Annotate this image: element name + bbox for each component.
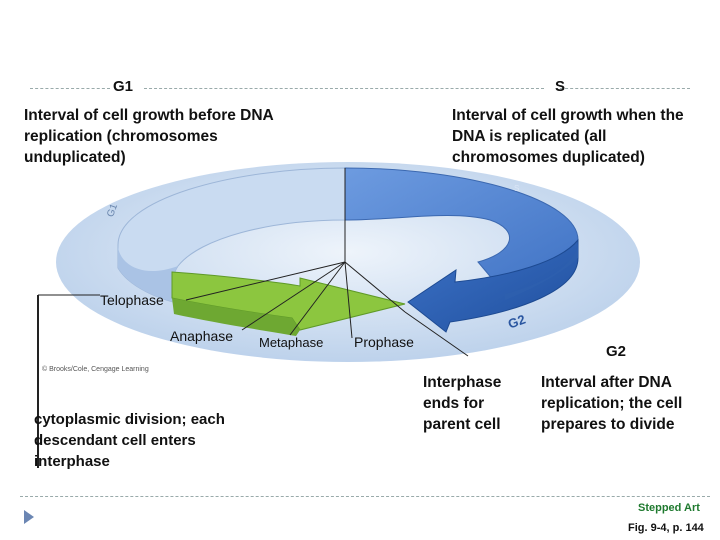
- next-arrow-icon: [24, 510, 34, 524]
- stepped-art-label: Stepped Art: [638, 502, 700, 514]
- interphase-end-text: Interphase ends for parent cell: [423, 372, 523, 435]
- cytokinesis-text: cytoplasmic division; each descendant ce…: [34, 409, 234, 472]
- figure-reference: Fig. 9-4, p. 144: [628, 522, 704, 534]
- prophase-label: Prophase: [354, 334, 414, 350]
- telophase-label: Telophase: [100, 292, 164, 308]
- g2-title: G2: [606, 343, 626, 360]
- g1-title: G1: [113, 78, 133, 95]
- g1-description: Interval of cell growth before DNA repli…: [24, 105, 309, 168]
- s-description: Interval of cell growth when the DNA is …: [452, 105, 702, 168]
- copyright-text: © Brooks/Cole, Cengage Learning: [42, 366, 149, 373]
- g2-description: Interval after DNA replication; the cell…: [541, 372, 713, 435]
- s-title: S: [555, 78, 565, 95]
- ring-label-s: S: [514, 184, 519, 193]
- anaphase-label: Anaphase: [170, 328, 233, 344]
- metaphase-label: Metaphase: [259, 335, 323, 350]
